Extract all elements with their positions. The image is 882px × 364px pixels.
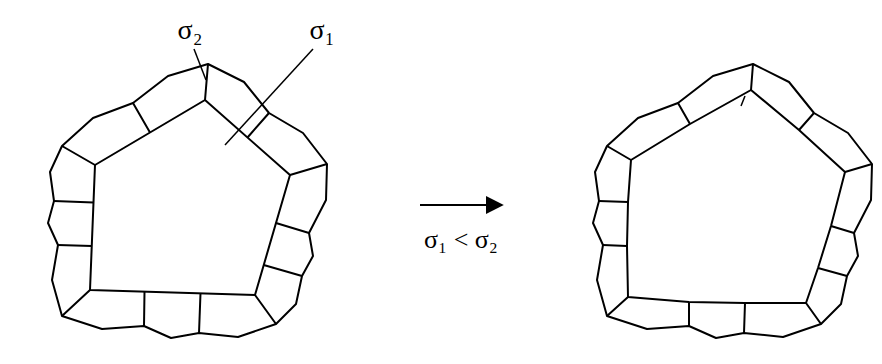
boundary-tick [741, 96, 745, 106]
sigma-label: σ₂ [178, 15, 203, 46]
process-arrow [420, 204, 502, 206]
small-grains-outline [593, 64, 872, 338]
sigma-label: σ₁ [310, 15, 335, 46]
condition-label: σ₁ < σ₂ [424, 226, 498, 255]
grain-structure-before [48, 49, 327, 338]
small-grain-boundaries [599, 64, 872, 333]
sigma-two-leader [194, 49, 206, 80]
small-grain-boundaries [54, 64, 327, 333]
grain-structure-after [593, 64, 872, 338]
small-grains-outline [48, 64, 327, 338]
large-grain-grown [627, 90, 845, 303]
large-grain [90, 100, 290, 295]
sigma-one-leader [225, 49, 313, 145]
